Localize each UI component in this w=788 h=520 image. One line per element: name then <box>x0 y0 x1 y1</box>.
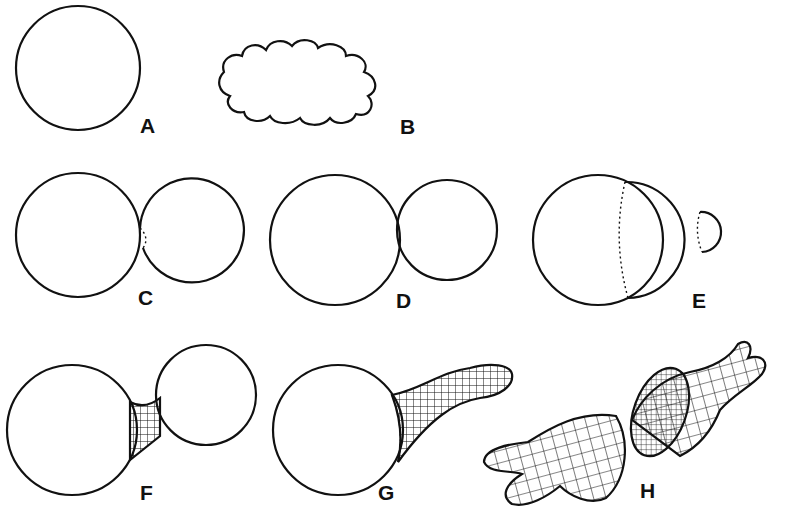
crenated-cell <box>219 40 375 125</box>
bud <box>140 178 244 282</box>
bud <box>156 345 256 445</box>
bud <box>625 182 685 298</box>
panel-letter: C <box>138 287 153 308</box>
bud <box>700 212 721 252</box>
panel-letter: A <box>140 115 155 136</box>
panel-letter: G <box>378 482 394 503</box>
mesh-fragment <box>484 415 625 505</box>
cut-face <box>620 360 700 464</box>
panel-letter: E <box>692 290 706 311</box>
round-cell <box>270 175 400 305</box>
round-cell <box>533 175 663 305</box>
round-cell <box>16 173 140 297</box>
panel-letter: H <box>640 480 655 501</box>
round-cell <box>273 365 403 495</box>
mesh-tube <box>392 365 512 462</box>
mesh-tube <box>130 398 160 460</box>
outlines <box>7 6 765 505</box>
panel-letter: F <box>140 482 153 503</box>
panel-letter: B <box>400 116 415 137</box>
round-cell <box>16 6 140 130</box>
round-cell <box>7 365 137 495</box>
panel-letter: D <box>396 290 411 311</box>
bud <box>397 180 497 280</box>
